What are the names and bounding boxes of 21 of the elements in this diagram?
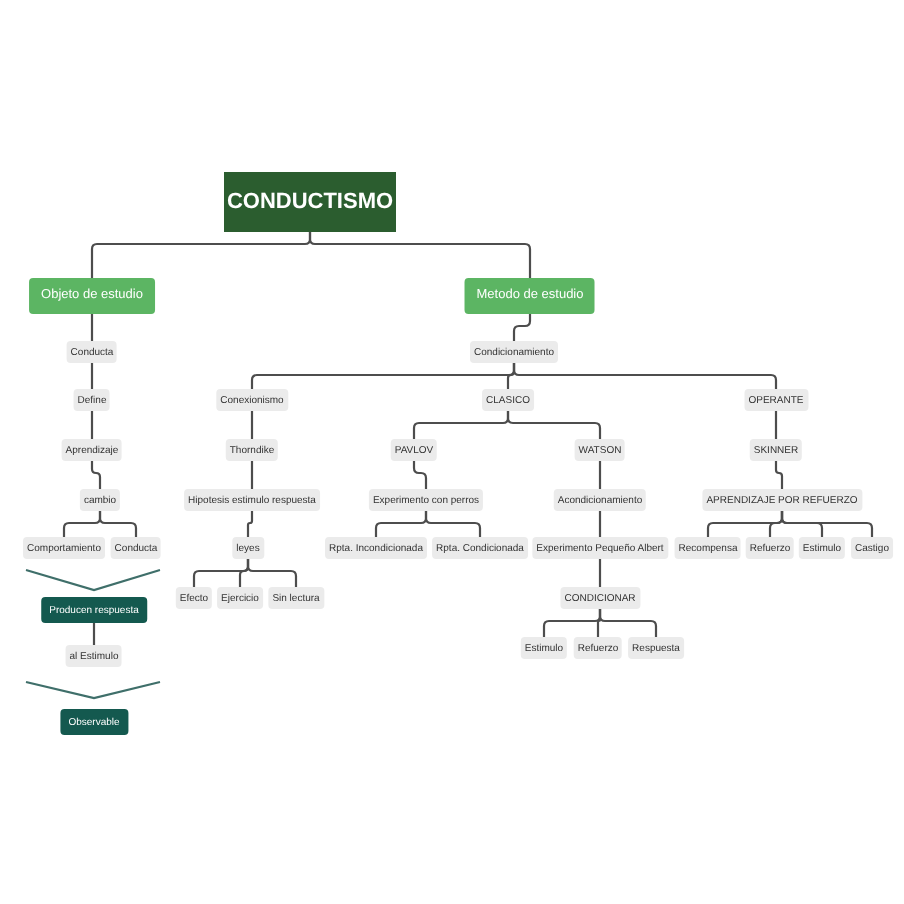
connector-line: [90, 411, 94, 439]
connector-line: [598, 559, 602, 587]
connector-line: [780, 511, 874, 537]
connector-line: [90, 461, 102, 489]
connector-line: [90, 314, 94, 341]
connector-line: [412, 461, 428, 489]
connector-line: [512, 363, 778, 389]
connector-line: [774, 411, 778, 439]
connector-line: [308, 232, 532, 278]
connector-line: [598, 461, 602, 489]
connector-line: [598, 511, 602, 537]
connector-line: [250, 411, 254, 439]
connector-line: [250, 461, 254, 489]
connector-line: [774, 461, 784, 489]
connector-line: [506, 411, 602, 439]
connector-line: [92, 623, 96, 645]
connector-line: [512, 314, 532, 341]
central-topic-box: CONDUCTISMO: [224, 172, 396, 232]
connector-line: [246, 511, 254, 537]
connector-line: [98, 511, 138, 537]
connector-line: [90, 363, 94, 389]
